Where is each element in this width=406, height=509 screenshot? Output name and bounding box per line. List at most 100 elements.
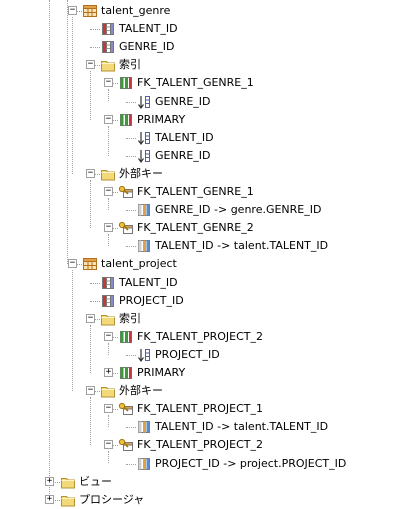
collapse-toggle[interactable]: −: [68, 258, 77, 269]
tree-node[interactable]: GENRE_ID: [0, 93, 406, 111]
tree-node[interactable]: TALENT_ID: [0, 20, 406, 38]
collapse-toggle[interactable]: −: [104, 113, 113, 124]
tree-node[interactable]: GENRE_ID -> genre.GENRE_ID: [0, 201, 406, 219]
tree-guide-line: [90, 71, 91, 120]
expand-toggle[interactable]: +: [104, 367, 113, 377]
tree-node[interactable]: −FK_TALENT_PROJECT_1: [0, 400, 406, 418]
tree-guide-line: [108, 125, 109, 156]
collapse-toggle[interactable]: −: [68, 5, 77, 15]
tree-node[interactable]: +ビュー: [0, 473, 406, 491]
tree-node-label: TALENT_ID: [119, 22, 178, 36]
collapse-toggle[interactable]: −: [104, 222, 113, 233]
tree-node[interactable]: TALENT_ID -> talent.TALENT_ID: [0, 237, 406, 255]
tree-node[interactable]: PROJECT_ID: [0, 346, 406, 364]
tree-node-label: PROJECT_ID -> project.PROJECT_ID: [155, 456, 347, 470]
collapse-toggle[interactable]: −: [104, 403, 113, 414]
tree-guide-line: [90, 397, 91, 446]
folder-icon: [60, 492, 76, 508]
tree-node[interactable]: −索引: [0, 56, 406, 74]
expand-toggle[interactable]: +: [45, 475, 54, 486]
tree-node-label: talent_project: [101, 257, 177, 271]
folder-icon: [60, 474, 76, 490]
collapse-toggle[interactable]: −: [86, 385, 95, 396]
tree-node[interactable]: TALENT_ID: [0, 129, 406, 147]
column-icon: [100, 39, 116, 55]
tree-guide-line: [90, 65, 100, 67]
tree-guide-line: [49, 0, 50, 500]
tree-guide-line: [126, 101, 136, 103]
tree-guide-line: [108, 336, 118, 338]
tree-guide-line: [90, 300, 100, 302]
tree-node[interactable]: + プロシージャ: [0, 491, 406, 509]
tree-guide-line: [90, 179, 91, 229]
tree-guide-line: [108, 409, 118, 411]
tree-guide-line: [49, 499, 60, 501]
tree-node[interactable]: PROJECT_ID: [0, 292, 406, 310]
tree-node[interactable]: GENRE_ID: [0, 38, 406, 56]
tree-guide-line: [108, 119, 118, 121]
expand-toggle[interactable]: +: [45, 493, 54, 504]
collapse-toggle[interactable]: −: [104, 77, 113, 88]
fk-column-icon: [136, 456, 152, 472]
tree-guide-line: [108, 198, 109, 211]
sort-column-icon: [136, 347, 152, 363]
column-icon: [100, 275, 116, 291]
tree-guide-line: [90, 173, 100, 175]
tree-node-label: GENRE_ID: [155, 94, 211, 108]
tree-guide-line: [72, 264, 82, 266]
tree-node-label: FK_TALENT_GENRE_1: [137, 76, 254, 90]
tree-node[interactable]: −PRIMARY: [0, 111, 406, 129]
tree-node[interactable]: PROJECT_ID -> project.PROJECT_ID: [0, 455, 406, 473]
tree-guide-line: [72, 270, 73, 392]
collapse-toggle[interactable]: −: [86, 59, 95, 70]
tree-node[interactable]: − FK_TALENT_GENRE_1: [0, 74, 406, 92]
tree-node[interactable]: −FK_TALENT_PROJECT_2: [0, 328, 406, 346]
tree-node[interactable]: −索引: [0, 310, 406, 328]
tree-node[interactable]: −talent_genre: [0, 2, 406, 20]
fk-column-icon: [136, 238, 152, 254]
tree-guide-line: [108, 342, 109, 355]
tree-guide-line: [108, 415, 109, 428]
tree-node[interactable]: TALENT_ID: [0, 274, 406, 292]
folder-icon: [100, 166, 116, 182]
tree-guide-line: [49, 481, 60, 483]
tree-node[interactable]: −FK_TALENT_GENRE_1: [0, 183, 406, 201]
tree-guide-line: [126, 246, 136, 248]
tree-node-label: GENRE_ID: [155, 148, 211, 162]
foreign-key-icon: [118, 184, 134, 200]
table-icon: [82, 3, 98, 19]
tree-node[interactable]: TALENT_ID -> talent.TALENT_ID: [0, 418, 406, 436]
collapse-toggle[interactable]: −: [104, 439, 113, 450]
tree-guide-line: [108, 451, 109, 464]
folder-icon: [100, 57, 116, 73]
tree-node[interactable]: −FK_TALENT_PROJECT_2: [0, 436, 406, 454]
tree-node[interactable]: −外部キー: [0, 382, 406, 400]
tree-guide-line: [90, 29, 100, 31]
tree-node[interactable]: +PRIMARY: [0, 364, 406, 382]
foreign-key-icon: [118, 401, 134, 417]
tree-node[interactable]: −FK_TALENT_GENRE_2: [0, 219, 406, 237]
collapse-toggle[interactable]: −: [104, 330, 113, 341]
tree-node-label: TALENT_ID -> talent.TALENT_ID: [155, 239, 329, 253]
collapse-toggle[interactable]: −: [86, 167, 95, 178]
column-icon: [100, 21, 116, 37]
tree-node[interactable]: − talent_project: [0, 255, 406, 273]
tree-guide-line: [108, 228, 118, 230]
index-icon: [118, 75, 134, 91]
folder-icon: [100, 383, 116, 399]
tree-node-label: 外部キー: [119, 166, 163, 180]
tree-node[interactable]: GENRE_ID: [0, 147, 406, 165]
tree-guide-line: [126, 427, 136, 429]
tree-node-label: GENRE_ID: [119, 40, 175, 54]
tree-node-label: GENRE_ID -> genre.GENRE_ID: [155, 203, 322, 217]
tree-node[interactable]: − 外部キー: [0, 165, 406, 183]
tree-node-label: プロシージャ: [79, 492, 145, 506]
collapse-toggle[interactable]: −: [86, 312, 95, 323]
tree-guide-line: [108, 83, 118, 85]
collapse-toggle[interactable]: −: [104, 186, 113, 196]
tree-guide-line: [90, 47, 100, 49]
tree-guide-line: [126, 210, 136, 212]
index-icon: [118, 112, 134, 128]
tree-guide-line: [67, 0, 68, 265]
